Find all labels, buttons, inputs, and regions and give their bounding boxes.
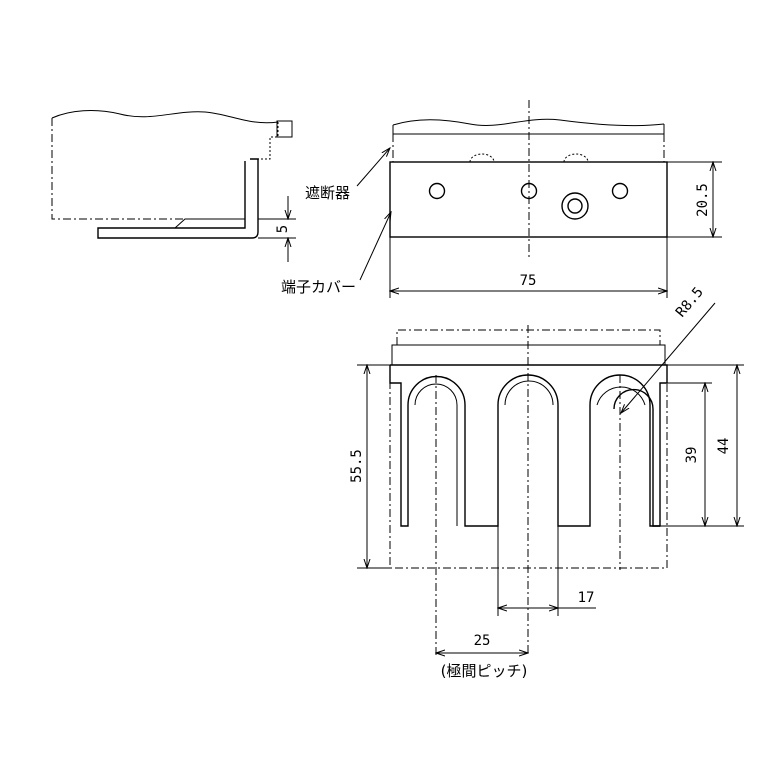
dim-radius-text: R8.5 — [673, 284, 707, 320]
front-break-line — [392, 118, 665, 127]
side-breaker-step — [250, 122, 279, 160]
dim-17-text: 17 — [578, 590, 595, 606]
front-hole-3 — [611, 182, 629, 200]
label-terminal-cover: 端子カバー — [281, 278, 356, 296]
side-cover-inner — [174, 218, 245, 229]
dim-25-text: 25 — [474, 633, 491, 649]
front-screw-inner — [567, 198, 583, 214]
side-breaker-outline — [51, 118, 245, 220]
front-screw-outer — [561, 192, 589, 220]
side-terminal-tab — [276, 120, 293, 138]
dim-5-text: 5 — [275, 225, 291, 233]
leader-labels: 遮断器 端子カバー — [281, 148, 391, 296]
plan-cover-profile — [389, 365, 660, 527]
leader-radius — [621, 302, 716, 413]
dim-44-text: 44 — [716, 438, 732, 455]
front-bump-right — [563, 153, 589, 163]
plan-slot-inner-lines — [414, 380, 646, 526]
front-breaker-sides — [392, 134, 665, 162]
front-view: 20.5 75 — [390, 100, 722, 298]
side-view: 5 — [51, 110, 296, 262]
leader-terminal-cover — [359, 212, 391, 281]
front-cover-body — [389, 161, 668, 238]
label-breaker: 遮断器 — [305, 184, 350, 202]
front-hole-1 — [428, 182, 446, 200]
front-bump-left — [469, 153, 495, 163]
dim-39-text: 39 — [684, 447, 700, 464]
plan-view: R8.5 55.5 39 44 17 25 (極間ピッチ) — [349, 284, 744, 680]
side-cover-profile — [97, 158, 259, 239]
side-break-line — [51, 110, 279, 124]
label-pole-pitch: (極間ピッチ) — [441, 662, 528, 680]
dim-75-text: 75 — [520, 273, 537, 289]
leader-breaker — [356, 148, 390, 187]
dim-205-text: 20.5 — [695, 183, 711, 217]
dim-555-text: 55.5 — [349, 449, 365, 483]
